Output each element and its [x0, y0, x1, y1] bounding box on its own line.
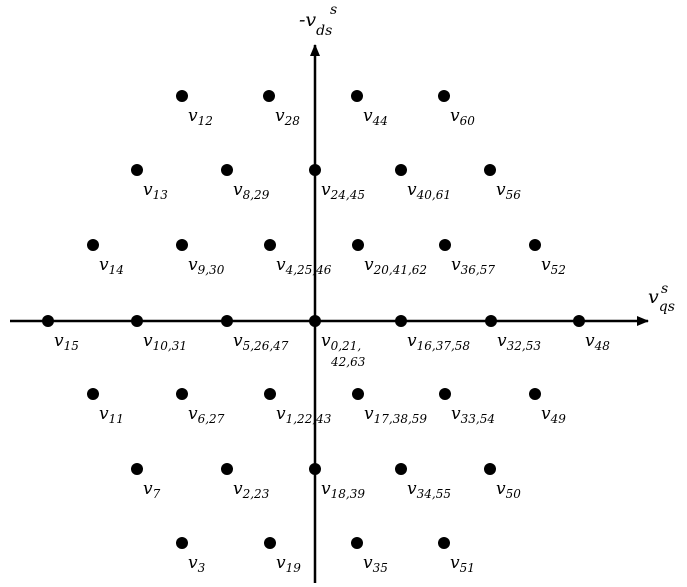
vector-label-51: v51: [450, 553, 475, 575]
vector-label-40-61: v40,61: [407, 180, 451, 202]
vector-label-2-23: v2,23: [233, 479, 270, 501]
vector-point-7: [131, 463, 143, 475]
vector-label-3: v3: [188, 553, 206, 575]
vector-label-32-53: v32,53: [497, 331, 541, 353]
vector-point-49: [529, 388, 541, 400]
vector-point-51: [438, 537, 450, 549]
vector-label-36-57: v36,57: [451, 255, 495, 277]
vector-label-34-55: v34,55: [407, 479, 451, 501]
vector-point-12: [176, 90, 188, 102]
vector-point-9-30: [176, 239, 188, 251]
vector-label-49: v49: [541, 404, 566, 426]
vector-point-28: [263, 90, 275, 102]
vector-label-9-30: v9,30: [188, 255, 225, 277]
vector-label-60: v60: [450, 106, 475, 128]
vector-point-10-31: [131, 315, 143, 327]
vector-label-6-27: v6,27: [188, 404, 225, 426]
vector-point-60: [438, 90, 450, 102]
vector-point-36-57: [439, 239, 451, 251]
vector-label-5-26-47: v5,26,47: [233, 331, 289, 353]
vector-label-15: v15: [54, 331, 79, 353]
vector-label-0-21-42-63: v0,21,: [321, 331, 361, 353]
vector-point-24-45: [309, 164, 321, 176]
vector-label-50: v50: [496, 479, 521, 501]
vector-label-0-21-42-63-line2: 42,63: [330, 355, 366, 369]
vector-label-14: v14: [99, 255, 124, 277]
vector-label-28: v28: [275, 106, 300, 128]
vector-label-44: v44: [363, 106, 388, 128]
vector-point-1-22-43: [264, 388, 276, 400]
vector-point-52: [529, 239, 541, 251]
vector-label-17-38-59: v17,38,59: [364, 404, 427, 426]
vector-label-10-31: v10,31: [143, 331, 187, 353]
vector-point-13: [131, 164, 143, 176]
vector-point-15: [42, 315, 54, 327]
horizontal-axis-superscript: s: [661, 281, 668, 297]
vector-label-1-22-43: v1,22,43: [276, 404, 332, 426]
vector-label-4-25-46: v4,25,46: [276, 255, 332, 277]
vector-point-44: [351, 90, 363, 102]
vector-label-20-41-62: v20,41,62: [364, 255, 427, 277]
vector-point-19: [264, 537, 276, 549]
vertical-axis-superscript: s: [330, 2, 337, 18]
vector-point-34-55: [395, 463, 407, 475]
vector-point-48: [573, 315, 585, 327]
vector-label-19: v19: [276, 553, 301, 575]
vector-label-12: v12: [188, 106, 213, 128]
vector-point-56: [484, 164, 496, 176]
vector-nodes: v12 v28 v44 v60 v13 v8,29 v24,45 v40,61 v56 v14 v9…: [42, 90, 610, 575]
vector-point-32-53: [485, 315, 497, 327]
vector-point-14: [87, 239, 99, 251]
vector-label-35: v35: [363, 553, 388, 575]
vector-label-11: v11: [99, 404, 124, 426]
vector-label-33-54: v33,54: [451, 404, 495, 426]
vector-point-5-26-47: [221, 315, 233, 327]
vector-point-4-25-46: [264, 239, 276, 251]
vector-label-16-37-58: v16,37,58: [407, 331, 470, 353]
vector-label-56: v56: [496, 180, 521, 202]
vector-point-16-37-58: [395, 315, 407, 327]
vector-point-8-29: [221, 164, 233, 176]
vector-point-18-39: [309, 463, 321, 475]
vector-label-7: v7: [143, 479, 161, 501]
vector-point-11: [87, 388, 99, 400]
vector-point-35: [351, 537, 363, 549]
vector-point-20-41-62: [352, 239, 364, 251]
vector-label-13: v13: [143, 180, 168, 202]
vector-point-0-21-42-63: [309, 315, 321, 327]
vector-point-33-54: [439, 388, 451, 400]
vector-point-2-23: [221, 463, 233, 475]
vector-label-8-29: v8,29: [233, 180, 270, 202]
horizontal-axis-label: vqs: [648, 286, 675, 315]
vector-point-6-27: [176, 388, 188, 400]
vector-point-3: [176, 537, 188, 549]
vertical-axis-label: -vds: [299, 9, 332, 39]
vector-point-40-61: [395, 164, 407, 176]
vector-point-50: [484, 463, 496, 475]
vector-label-24-45: v24,45: [321, 180, 365, 202]
vector-label-52: v52: [541, 255, 566, 277]
vector-label-18-39: v18,39: [321, 479, 365, 501]
vector-point-17-38-59: [352, 388, 364, 400]
vector-label-48: v48: [585, 331, 610, 353]
